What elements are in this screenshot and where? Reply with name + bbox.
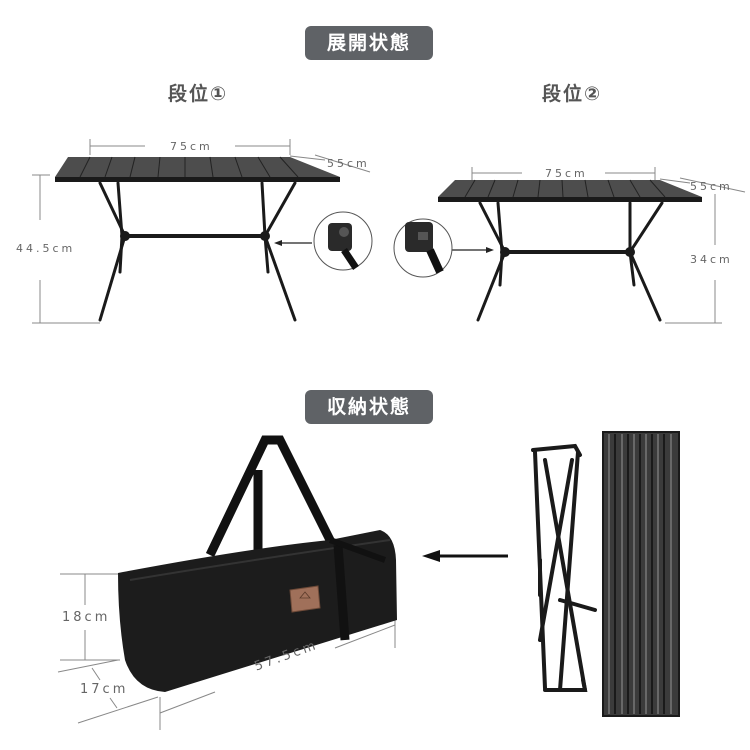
level-1-title: 段位① xyxy=(168,83,229,105)
level-1-height-label: 44.5cm xyxy=(16,242,76,255)
level-2-title: 段位② xyxy=(542,83,603,105)
level-2-depth-label: 55cm xyxy=(690,180,733,193)
stored-state-badge: 収納状態 xyxy=(305,390,433,424)
expanded-state-badge: 展開状態 xyxy=(305,26,433,60)
level-2-height-label: 34cm xyxy=(690,253,733,266)
bag-height-label: 18cm xyxy=(62,610,111,625)
bag-depth-label: 17cm xyxy=(80,682,129,697)
level-1-depth-label: 55cm xyxy=(327,157,370,170)
level-2-width-label: 75cm xyxy=(545,167,588,180)
level-1-width-label: 75cm xyxy=(170,140,213,153)
